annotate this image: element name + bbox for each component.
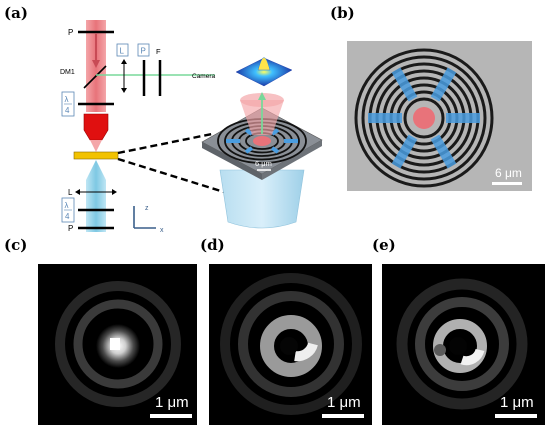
intensity-map-d-graphic xyxy=(220,273,362,415)
panel-label-a: (a) xyxy=(4,4,28,22)
label-camera: Camera xyxy=(192,73,216,80)
quarter-bot-den: 4 xyxy=(65,212,70,221)
setup-schematic: P DM1 Camera L P F λ 4 L λ 4 P z x xyxy=(60,20,323,232)
lens-arrow-down xyxy=(121,88,127,93)
zoom-dashed-line-top xyxy=(117,132,213,155)
sem-image xyxy=(347,41,532,191)
scale-bar-e xyxy=(495,414,537,418)
label-f: F xyxy=(156,47,161,56)
scale-label-e: 1 μm xyxy=(500,394,534,411)
dichroic-mirror xyxy=(83,65,107,89)
sem-red-spot xyxy=(413,107,435,129)
blue-beam-cone xyxy=(86,160,106,180)
quarter-top-num: λ xyxy=(65,95,69,104)
intensity-map-c-graphic xyxy=(55,281,181,407)
zoom-dashed-line-bottom xyxy=(117,157,225,194)
glass-cylinder xyxy=(219,169,305,229)
sample-substrate xyxy=(73,151,119,160)
focused-beam-top xyxy=(90,140,102,152)
lens-bottom-arrow-right xyxy=(112,189,117,195)
quarter-bot-num: λ xyxy=(65,201,69,210)
beam-direction-arrowhead xyxy=(92,60,100,68)
label-box-p xyxy=(137,43,150,57)
panel-label-e: (e) xyxy=(372,236,396,254)
intensity-map-e-graphic xyxy=(396,278,528,410)
label-box-l xyxy=(116,43,129,57)
sample-plate-side xyxy=(202,142,262,180)
label-l-bottom: L xyxy=(68,188,73,197)
panel-label-d: (d) xyxy=(200,236,225,254)
label-dm1: DM1 xyxy=(60,69,75,76)
objective-lens xyxy=(83,113,109,141)
label-p-box: P xyxy=(141,47,146,56)
label-l: L xyxy=(120,47,125,56)
scale-label-c: 1 μm xyxy=(155,394,189,411)
panel-label-b: (b) xyxy=(330,4,355,22)
sem-scale-label: 6 μm xyxy=(495,166,522,180)
intensity-map-c xyxy=(38,264,197,425)
intensity-map-d xyxy=(209,264,372,425)
intensity-map-e xyxy=(382,264,545,425)
axis-z-label: z xyxy=(145,205,149,212)
lens-bottom-arrow-left xyxy=(75,189,80,195)
inset-scale-label: 6 μm xyxy=(255,159,272,168)
axis-x-label: x xyxy=(160,227,164,232)
scale-bar-d xyxy=(322,414,364,418)
intensity-peak xyxy=(257,57,271,71)
blue-probe-beam xyxy=(86,180,106,232)
green-emission-arrow xyxy=(258,92,266,100)
sem-scale-bar xyxy=(492,182,522,185)
red-spot-3d xyxy=(253,136,271,146)
quarter-top-den: 4 xyxy=(65,106,70,115)
sem-blue-spokes xyxy=(368,67,480,169)
lens-arrow-up xyxy=(121,59,127,64)
panel-label-c: (c) xyxy=(4,236,28,254)
label-p-bottom: P xyxy=(68,224,73,232)
sample-plate-side-right xyxy=(262,140,322,180)
scale-bar-c xyxy=(150,414,192,418)
label-p-top: P xyxy=(68,28,73,37)
intensity-surface xyxy=(235,57,293,87)
scale-label-d: 1 μm xyxy=(327,394,361,411)
